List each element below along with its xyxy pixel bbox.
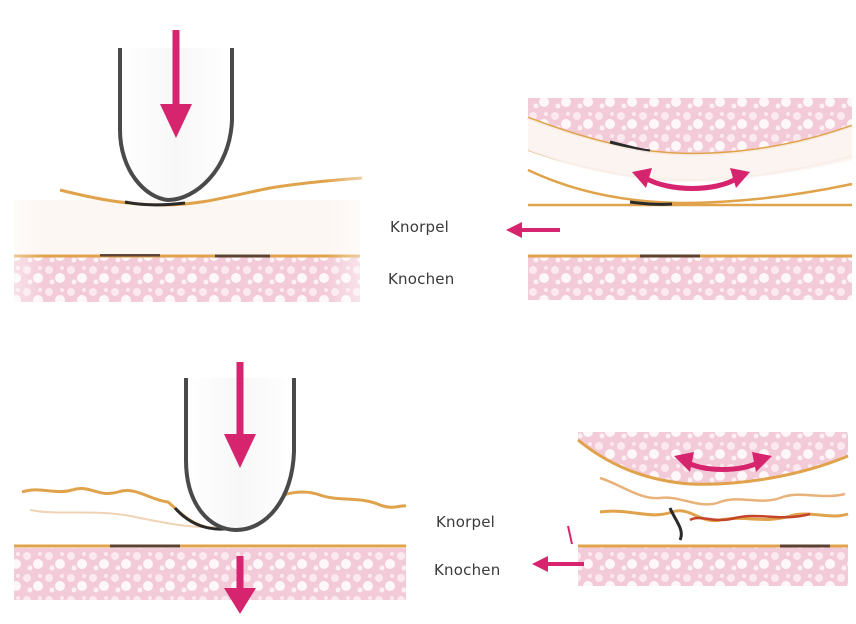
- upper-bone-layer: [578, 432, 848, 484]
- bottom-bone-label: Knochen: [434, 561, 500, 579]
- bottom-right-panel: [532, 432, 848, 586]
- top-right-panel: [506, 98, 852, 300]
- lower-bone-layer: [578, 546, 848, 586]
- bottom-cartilage-label: Knorpel: [436, 513, 495, 531]
- lower-bone-layer: [528, 256, 852, 300]
- bottom-left-panel: [14, 362, 406, 614]
- top-cartilage-label: Knorpel: [390, 218, 449, 236]
- top-bone-label: Knochen: [388, 270, 454, 288]
- top-left-panel: [0, 30, 370, 310]
- bone-layer: [14, 548, 406, 600]
